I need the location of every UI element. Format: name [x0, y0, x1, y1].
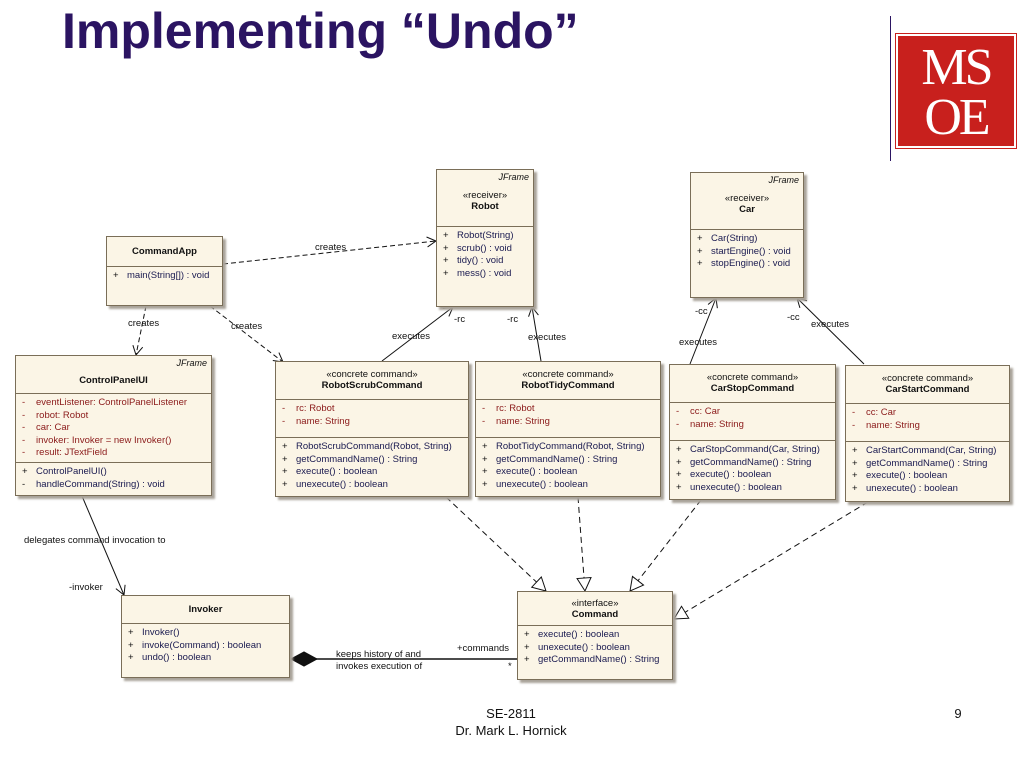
operations-section: +Robot(String) +scrub() : void +tidy() :…: [443, 230, 514, 279]
class-name: RobotTidyCommand: [521, 380, 615, 391]
stereotype: «receiver»: [462, 190, 508, 201]
class-car[interactable]: JFrame «receiver» Car +Car(String) +star…: [690, 172, 804, 298]
edge-stop-realizes-command: [629, 499, 702, 592]
label-cc-start: -cc: [787, 312, 800, 323]
msoe-logo: MS OE: [895, 33, 1017, 149]
operations-section: +RobotTidyCommand(Robot, String) +getCom…: [482, 441, 645, 490]
label-executes-tidy: executes: [528, 332, 567, 343]
class-name: RobotScrubCommand: [321, 380, 423, 391]
class-name: Robot: [471, 201, 499, 212]
jframe-tag: JFrame: [176, 358, 207, 368]
label-creates-scrub: creates: [231, 321, 263, 332]
label-creates-robot: creates: [315, 242, 347, 253]
class-command[interactable]: «interface» Command +execute() : boolean…: [517, 591, 673, 680]
label-rc-tidy: -rc: [507, 314, 519, 325]
label-cc-stop: -cc: [695, 306, 708, 317]
attributes-section: -rc: Robot -name: String: [476, 400, 660, 438]
class-carstartcommand[interactable]: «concrete command» CarStartCommand -cc: …: [845, 365, 1010, 502]
class-robottidycommand[interactable]: «concrete command» RobotTidyCommand -rc:…: [475, 361, 661, 497]
class-name: CommandApp: [132, 246, 197, 257]
class-name: CarStartCommand: [885, 384, 970, 395]
edge-cpui-delegates-invoker: [81, 495, 126, 596]
class-carstopcommand[interactable]: «concrete command» CarStopCommand -cc: C…: [669, 364, 836, 500]
footer-author: Dr. Mark L. Hornick: [455, 723, 567, 738]
class-name: CarStopCommand: [710, 383, 795, 394]
operations-section: +ControlPanelUI() -handleCommand(String)…: [22, 465, 165, 490]
label-creates-cpui: creates: [128, 318, 160, 329]
edge-tidy-realizes-command: [576, 496, 592, 593]
label-keeps-history-1: keeps history of and: [336, 649, 422, 660]
operation-row: +main(String[]) : void: [113, 270, 210, 281]
label-executes-scrub: executes: [392, 331, 431, 342]
edge-scrub-realizes-command: [445, 496, 547, 592]
jframe-tag: JFrame: [498, 172, 529, 182]
logo-line-2: OE: [924, 89, 990, 146]
slide-title: Implementing “Undo”: [62, 3, 579, 59]
edge-scrub-executes-robot: [381, 306, 454, 362]
label-delegates: delegates command invocation to: [24, 535, 166, 546]
edge-start-executes-car: [796, 297, 865, 365]
operations-section: +Car(String) +startEngine() : void +stop…: [697, 233, 791, 270]
stereotype: «concrete command»: [881, 373, 974, 384]
edge-commandapp-creates-scrub: [209, 305, 284, 363]
edge-commandapp-creates-cpui: [132, 305, 147, 357]
label-invoker-role: -invoker: [69, 582, 103, 593]
stereotype: «concrete command»: [326, 369, 418, 380]
class-name: ControlPanelUI: [79, 375, 148, 386]
jframe-tag: JFrame: [768, 175, 799, 185]
stereotype: «receiver»: [724, 193, 770, 204]
operations-section: +CarStartCommand(Car, String) +getComman…: [852, 445, 997, 494]
class-robotscrubcommand[interactable]: «concrete command» RobotScrubCommand -rc…: [275, 361, 469, 497]
edge-commandapp-creates-robot: [222, 236, 438, 265]
class-invoker[interactable]: Invoker +Invoker() +invoke(Command) : bo…: [121, 595, 290, 678]
class-name: Car: [739, 204, 755, 215]
class-commandapp[interactable]: CommandApp +main(String[]) : void: [106, 236, 223, 306]
operations-section: +Invoker() +invoke(Command) : boolean +u…: [128, 627, 262, 664]
operations-section: +CarStopCommand(Car, String) +getCommand…: [676, 444, 820, 493]
edge-start-realizes-command: [673, 501, 869, 620]
page-number: 9: [954, 706, 962, 721]
operations-section: +RobotScrubCommand(Robot, String) +getCo…: [282, 441, 452, 490]
label-commands-role: +commands: [457, 643, 510, 654]
stereotype: «concrete command»: [706, 372, 799, 383]
label-commands-multiplicity: *: [508, 661, 512, 672]
attributes-section: -cc: Car -name: String: [670, 403, 835, 441]
class-controlpanelui[interactable]: JFrame ControlPanelUI -eventListener: Co…: [15, 355, 212, 496]
label-keeps-history-2: invokes execution of: [336, 661, 423, 672]
class-name: Invoker: [188, 604, 223, 615]
composition-diamond: [289, 651, 319, 667]
edge-tidy-executes-robot: [528, 305, 542, 362]
edge-stop-executes-car: [689, 297, 718, 365]
label-executes-stop: executes: [679, 337, 718, 348]
attributes-section: -rc: Robot -name: String: [276, 400, 468, 438]
logo-line-1: MS: [921, 39, 993, 96]
label-executes-start: executes: [811, 319, 850, 330]
title-divider: [890, 16, 891, 161]
operations-section: +main(String[]) : void: [107, 267, 222, 285]
attributes-section: -cc: Car -name: String: [846, 404, 1009, 442]
operations-section: +execute() : boolean +unexecute() : bool…: [524, 629, 660, 666]
class-robot[interactable]: JFrame «receiver» Robot +Robot(String) +…: [436, 169, 534, 307]
label-rc-scrub: -rc: [454, 314, 466, 325]
class-name: Command: [571, 609, 619, 620]
attributes-section: -eventListener: ControlPanelListener -ro…: [16, 394, 211, 463]
stereotype: «interface»: [571, 598, 619, 609]
footer-course: SE-2811: [486, 706, 536, 721]
stereotype: «concrete command»: [522, 369, 614, 380]
